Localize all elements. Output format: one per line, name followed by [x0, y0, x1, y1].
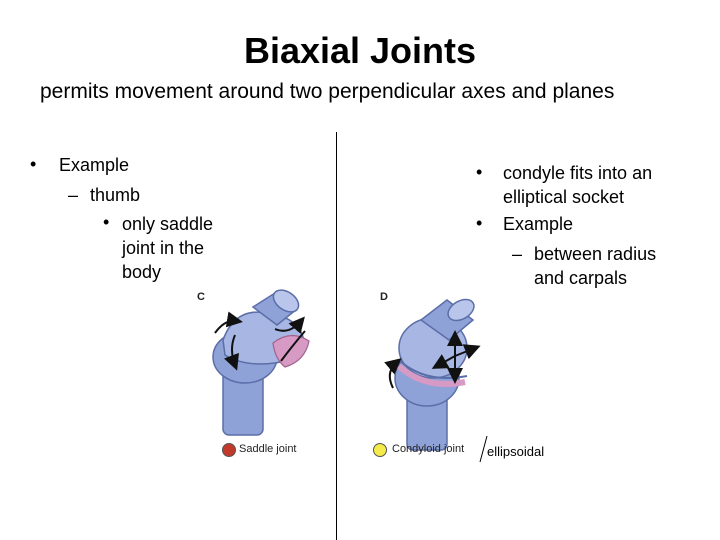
ellipsoidal-annotation: ellipsoidal	[487, 444, 545, 459]
left-example-label: Example	[59, 155, 130, 175]
bullet-marker: •	[103, 212, 110, 232]
left-sub-thumb: thumb	[90, 185, 141, 205]
left-subsub-line-2: joint in the	[122, 238, 205, 258]
left-subsub-line-3: body	[122, 262, 162, 282]
condyloid-joint-color-dot	[373, 443, 387, 457]
saddle-joint-legend: Saddle joint	[239, 443, 297, 455]
right-sub-line-1: between radius	[534, 244, 657, 264]
figure-c-letter: C	[197, 291, 205, 303]
slide-subtitle: permits movement around two perpendicula…	[40, 80, 615, 103]
right-example-label: Example	[503, 214, 574, 234]
saddle-joint-color-dot	[222, 443, 236, 457]
right-point1-line-2: elliptical socket	[503, 187, 625, 207]
bullet-marker: •	[476, 162, 483, 182]
slide-title: Biaxial Joints	[243, 30, 477, 71]
dash-marker: –	[68, 185, 79, 205]
condyloid-joint-illustration	[384, 298, 481, 451]
dash-marker: –	[512, 244, 523, 264]
right-sub-line-2: and carpals	[534, 268, 628, 288]
column-divider	[336, 132, 337, 540]
left-subsub-line-1: only saddle	[122, 214, 214, 234]
annotation-slash	[479, 435, 488, 463]
condyloid-joint-legend: Condyloid joint	[392, 443, 465, 455]
bullet-marker: •	[476, 213, 483, 233]
right-point1-line-1: condyle fits into an	[503, 163, 653, 183]
saddle-joint-illustration	[212, 289, 310, 436]
figure-d-letter: D	[380, 291, 388, 303]
bullet-marker: •	[30, 154, 37, 174]
